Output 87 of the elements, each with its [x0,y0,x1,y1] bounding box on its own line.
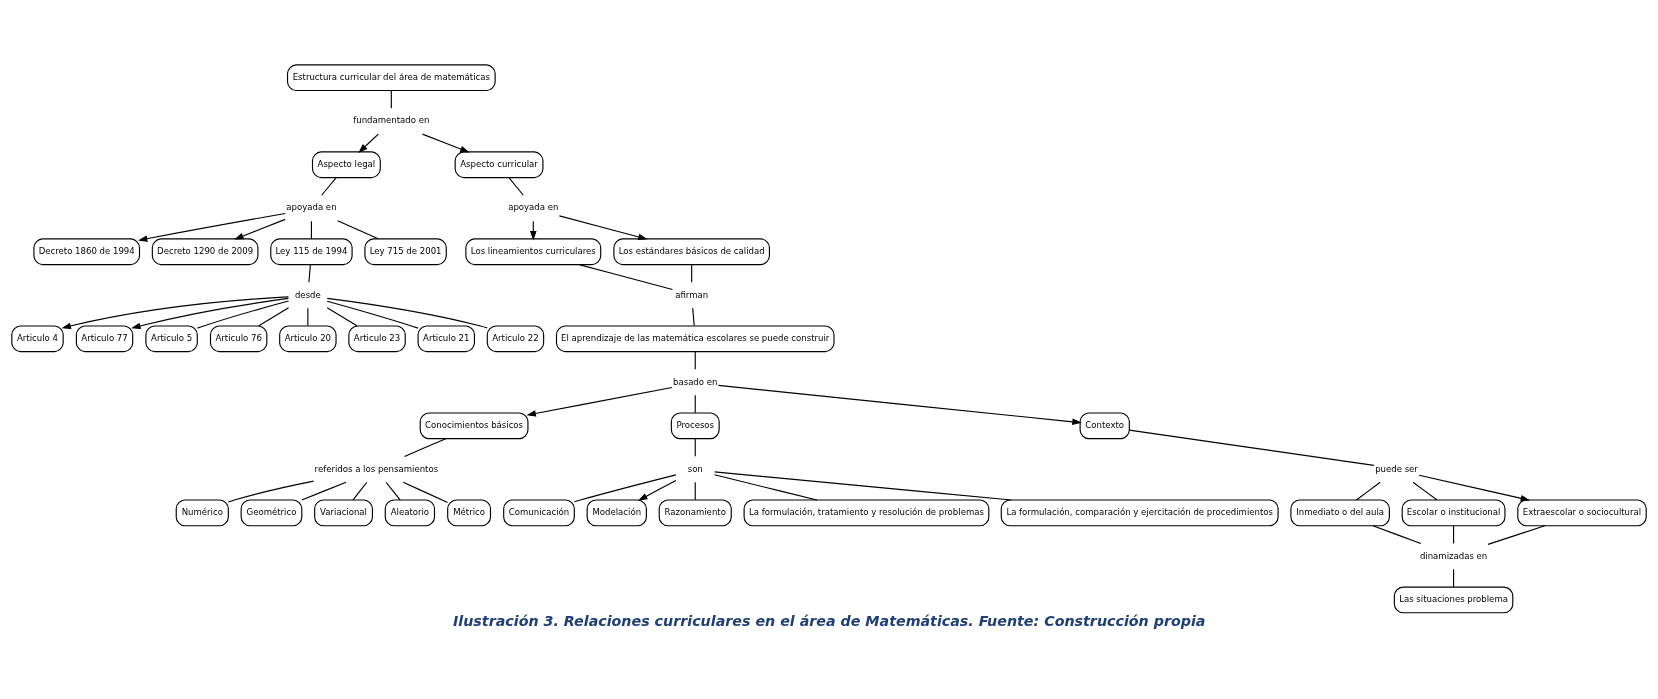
node-box: Procesos [670,412,720,440]
connector [692,307,695,327]
connector [196,300,290,329]
node-text: apoyada en [508,202,559,213]
connector [694,481,696,501]
connector [1487,525,1546,545]
node-text: puede ser [1375,463,1418,474]
node-box: Ley 115 de 1994 [270,238,353,266]
arrow [717,384,1082,426]
node-box: Comunicación [503,499,575,527]
connector [321,177,337,196]
connector [310,220,312,240]
node-box: Estructura curricular del área de matemáticas [286,64,496,92]
node-box: Escolar o institucional [1401,499,1506,527]
node-box: Inmediato o del aula [1290,499,1390,527]
node-text: referidos a los pensamientos [314,463,439,474]
connector [385,481,401,501]
arrow [1418,474,1531,502]
connector [337,220,379,240]
node-box: Las situaciones problema [1393,586,1514,614]
arrow [558,215,648,241]
node-box: Aspecto curricular [454,151,544,179]
connector [578,264,673,290]
node-box: Articulo 20 [279,325,337,353]
node-box: Métrico [447,499,492,527]
node-text: fundamentado en [353,115,430,126]
node-box: Contexto [1079,412,1130,440]
connector [308,264,311,283]
node-text: dinamizadas en [1419,550,1488,561]
node-box: Articulo 77 [75,325,134,353]
arrow [137,212,286,242]
arrow [234,218,286,240]
connector [307,307,309,327]
node-text: desde [294,289,321,300]
node-box: Variacional [314,499,373,527]
node-text: afirman [675,289,709,300]
node-box: Aspecto legal [311,151,381,179]
arrow [61,296,289,330]
arrow [638,479,677,501]
connector [404,438,447,458]
node-box: Decreto 1290 de 2009 [151,238,259,266]
arrow [358,133,379,153]
connector [1453,568,1455,588]
node-box: Articulo 21 [417,325,475,353]
node-box: Articulo 76 [209,325,268,353]
node-box: Articulo 5 [145,325,198,353]
node-box: Geométrico [240,499,303,527]
node-box: Conocimientos básicos [419,412,529,440]
node-box: Los lineamientos curriculares [465,238,602,266]
connector [1372,525,1422,545]
caption: Ilustración 3. Relaciones curriculares en el área de Matemáticas. Fuente: Construcción propia [453,613,1206,630]
node-box: Ley 715 de 2001 [364,238,447,266]
connector [714,471,1012,501]
node-text: son [687,463,703,474]
connector [227,480,315,503]
connector [301,481,347,501]
node-box: Los estándares básicos de calidad [613,238,770,266]
connector [258,307,290,327]
connector [573,474,677,503]
node-text: basado en [673,376,718,387]
connector [1128,429,1375,466]
node-text: apoyada en [286,202,337,213]
arrow [526,386,673,417]
node-box: Aleatorio [384,499,436,527]
connector [352,481,368,501]
node-box: La formulación, tratamiento y resolución de problemas [743,499,990,527]
connector [1412,481,1438,501]
connector [402,481,449,503]
arrow [131,297,290,330]
node-box: El aprendizaje de las matemática escolares se puede construir [555,325,835,353]
node-box: Razonamiento [658,499,732,527]
node-box: Decreto 1860 de 1994 [33,238,141,266]
connector [713,474,818,501]
connector [326,300,419,329]
node-box: Articulo 22 [486,325,545,353]
node-box: La formulación, comparación y ejercitación de procedimientos [1000,499,1279,527]
node-box: Articulo 4 [11,325,64,353]
connector [1355,481,1381,501]
connector [326,307,358,327]
node-box: Numérico [175,499,229,527]
node-box: Extraescolar o sociocultural [1517,499,1647,527]
arrow [421,133,470,153]
node-box: Articulo 23 [348,325,406,353]
connector [694,394,696,414]
connector [508,177,524,196]
connector [326,297,488,329]
node-box: Modelación [586,499,647,527]
